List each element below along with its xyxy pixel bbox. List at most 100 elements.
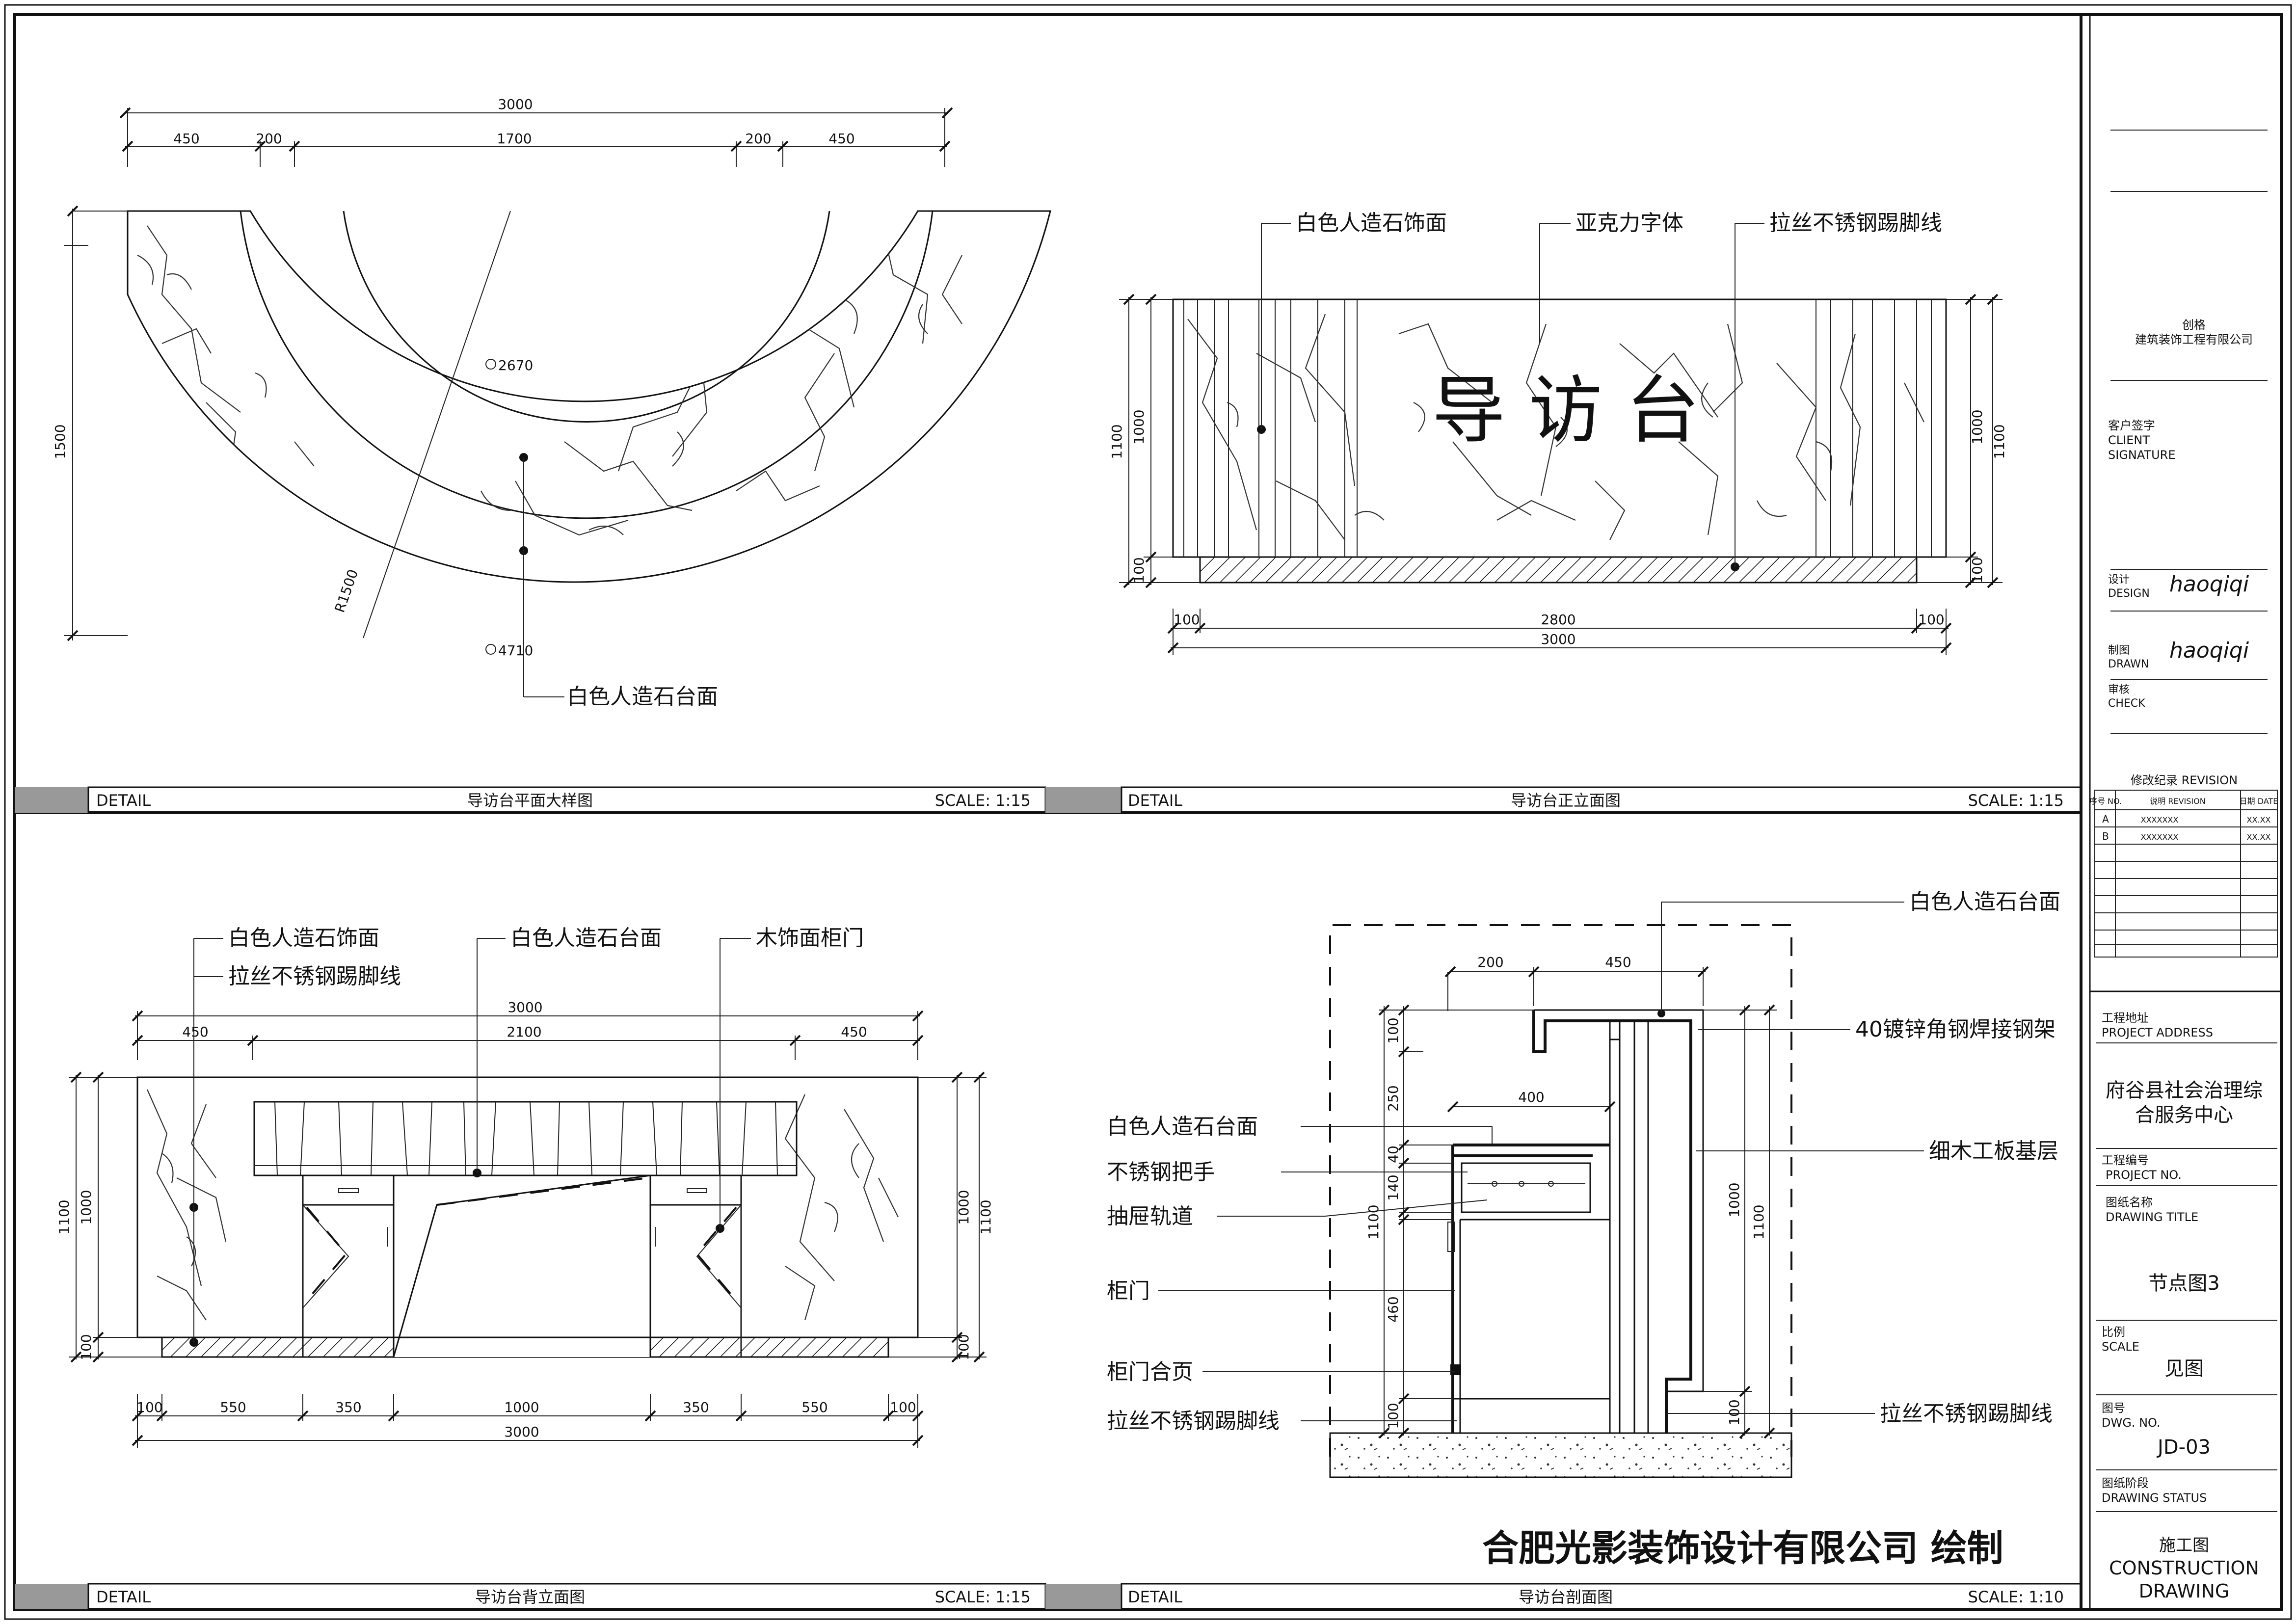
svg-text:XXXXXXX: XXXXXXX — [2141, 832, 2179, 842]
svg-text:550: 550 — [220, 1399, 246, 1415]
svg-text:SCALE: SCALE — [2102, 1340, 2139, 1354]
svg-text:SCALE: 1:15: SCALE: 1:15 — [1968, 791, 2064, 810]
plan-radius-line — [363, 211, 511, 639]
svg-text:见图: 见图 — [2164, 1358, 2204, 1380]
svg-text:细木工板基层: 细木工板基层 — [1929, 1139, 2058, 1164]
svg-text:导访台正立面图: 导访台正立面图 — [1511, 791, 1621, 810]
svg-text:拉丝不锈钢踢脚线: 拉丝不锈钢踢脚线 — [1769, 211, 1942, 236]
svg-text:图纸名称: 图纸名称 — [2106, 1196, 2153, 1209]
svg-text:抽屉轨道: 抽屉轨道 — [1107, 1204, 1193, 1229]
svg-text:1700: 1700 — [497, 131, 532, 147]
svg-text:白色人造石台面: 白色人造石台面 — [510, 926, 662, 951]
svg-text:DRAWING: DRAWING — [2139, 1580, 2230, 1602]
svg-text:设计: 设计 — [2108, 574, 2130, 586]
svg-text:创格: 创格 — [2182, 318, 2206, 332]
svg-text:2100: 2100 — [507, 1024, 541, 1040]
svg-text:白色人造石台面: 白色人造石台面 — [1107, 1114, 1258, 1139]
svg-text:1000: 1000 — [78, 1190, 94, 1225]
svg-text:100: 100 — [1131, 557, 1147, 583]
svg-text:施工图: 施工图 — [2159, 1536, 2209, 1555]
svg-text:DRAWN: DRAWN — [2108, 658, 2149, 670]
back-countertop-band — [253, 1101, 798, 1176]
svg-text:DWG. NO.: DWG. NO. — [2102, 1416, 2161, 1430]
svg-text:3000: 3000 — [498, 96, 533, 112]
svg-text:DESIGN: DESIGN — [2108, 587, 2150, 600]
plan-inner-arc — [240, 211, 934, 519]
svg-text:木饰面柜门: 木饰面柜门 — [756, 926, 864, 951]
title-block: 创格 建筑装饰工程有限公司 客户签字 CLIENT SIGNATURE 设计 D… — [2089, 130, 2281, 1602]
svg-text:DRAWING STATUS: DRAWING STATUS — [2102, 1491, 2207, 1505]
svg-text:柜门合页: 柜门合页 — [1107, 1359, 1193, 1384]
svg-text:说明 REVISION: 说明 REVISION — [2150, 797, 2205, 806]
svg-text:比例: 比例 — [2102, 1325, 2125, 1339]
back-elevation: 白色人造石饰面 拉丝不锈钢踢脚线 白色人造石台面 木饰面柜门 3000 450 … — [56, 926, 994, 1448]
svg-text:SIGNATURE: SIGNATURE — [2108, 448, 2175, 462]
svg-text:1100: 1100 — [56, 1199, 72, 1234]
svg-text:1000: 1000 — [1131, 409, 1147, 444]
svg-text:1100: 1100 — [1365, 1204, 1382, 1239]
svg-text:200: 200 — [256, 131, 282, 147]
svg-text:3000: 3000 — [1541, 631, 1575, 647]
svg-text:1100: 1100 — [978, 1199, 994, 1234]
svg-text:客户签字: 客户签字 — [2108, 419, 2155, 432]
svg-text:DETAIL: DETAIL — [1128, 791, 1182, 810]
svg-text:SCALE: 1:10: SCALE: 1:10 — [1968, 1588, 2064, 1606]
svg-text:不锈钢把手: 不锈钢把手 — [1107, 1160, 1215, 1185]
svg-text:100: 100 — [1385, 1017, 1401, 1043]
plan-callout: 白色人造石台面 — [567, 684, 718, 709]
svg-text:拉丝不锈钢踢脚线: 拉丝不锈钢踢脚线 — [228, 964, 401, 989]
drawn-signature: haoqiqi — [2169, 638, 2249, 663]
svg-text:4710: 4710 — [498, 642, 533, 659]
drawing-title-value: 节点图3 — [2148, 1272, 2219, 1295]
company-signature: 合肥光影装饰设计有限公司 绘制 — [1482, 1527, 2003, 1570]
svg-text:1100: 1100 — [1991, 424, 2007, 459]
svg-text:DETAIL: DETAIL — [96, 1588, 151, 1606]
svg-text:DETAIL: DETAIL — [1128, 1588, 1182, 1606]
bar-section: DETAIL 导访台剖面图 SCALE: 1:10 — [1045, 1583, 2082, 1610]
svg-text:40镀锌角钢焊接钢架: 40镀锌角钢焊接钢架 — [1855, 1017, 2056, 1042]
sheet-outer-border — [4, 4, 2292, 1620]
svg-text:DRAWING TITLE: DRAWING TITLE — [2106, 1210, 2198, 1224]
svg-text:审核: 审核 — [2108, 684, 2130, 696]
svg-text:XX.XX: XX.XX — [2247, 815, 2271, 825]
dwg-number: JD-03 — [2156, 1436, 2211, 1459]
svg-text:柜门: 柜门 — [1107, 1278, 1150, 1304]
svg-text:400: 400 — [1518, 1089, 1544, 1105]
front-elevation: 导 访 台 白色人造石饰面 亚克力字体 拉丝不锈钢踢脚线 1100 1000 1… — [1109, 211, 2007, 655]
svg-text:序号 NO.: 序号 NO. — [2089, 797, 2122, 806]
svg-text:A: A — [2102, 813, 2109, 825]
svg-text:亚克力字体: 亚克力字体 — [1575, 211, 1683, 236]
svg-text:200: 200 — [745, 131, 771, 147]
svg-text:100: 100 — [890, 1399, 916, 1415]
svg-text:1000: 1000 — [1969, 409, 1985, 444]
svg-text:拉丝不锈钢踢脚线: 拉丝不锈钢踢脚线 — [1107, 1409, 1280, 1434]
svg-text:100: 100 — [1726, 1399, 1742, 1425]
svg-text:1100: 1100 — [1751, 1204, 1767, 1239]
svg-text:CHECK: CHECK — [2108, 697, 2145, 710]
section-floor — [1329, 1432, 1792, 1478]
svg-text:2800: 2800 — [1541, 612, 1575, 628]
svg-text:导访台平面大样图: 导访台平面大样图 — [467, 791, 593, 810]
svg-text:1000: 1000 — [956, 1190, 972, 1225]
svg-text:工程地址: 工程地址 — [2102, 1011, 2149, 1025]
svg-text:1000: 1000 — [504, 1399, 539, 1415]
svg-text:SCALE: 1:15: SCALE: 1:15 — [935, 791, 1031, 810]
plan-counter-outline — [127, 210, 1051, 583]
svg-text:140: 140 — [1385, 1174, 1401, 1200]
svg-text:3000: 3000 — [504, 1424, 539, 1440]
svg-text:CONSTRUCTION: CONSTRUCTION — [2109, 1557, 2259, 1579]
svg-text:白色人造石饰面: 白色人造石饰面 — [1296, 211, 1447, 236]
svg-text:R1500: R1500 — [331, 567, 361, 615]
svg-text:建筑装饰工程有限公司: 建筑装饰工程有限公司 — [2135, 333, 2253, 346]
svg-text:450: 450 — [841, 1024, 867, 1040]
svg-text:XX.XX: XX.XX — [2247, 832, 2271, 842]
svg-text:350: 350 — [683, 1399, 709, 1415]
svg-text:100: 100 — [1174, 612, 1200, 628]
svg-text:100: 100 — [78, 1334, 94, 1360]
svg-text:PROJECT ADDRESS: PROJECT ADDRESS — [2102, 1026, 2213, 1039]
svg-text:SCALE: 1:15: SCALE: 1:15 — [935, 1588, 1031, 1606]
svg-text:450: 450 — [173, 131, 199, 147]
bar-back: DETAIL 导访台背立面图 SCALE: 1:15 — [15, 1583, 1046, 1610]
svg-text:1100: 1100 — [1109, 424, 1125, 459]
